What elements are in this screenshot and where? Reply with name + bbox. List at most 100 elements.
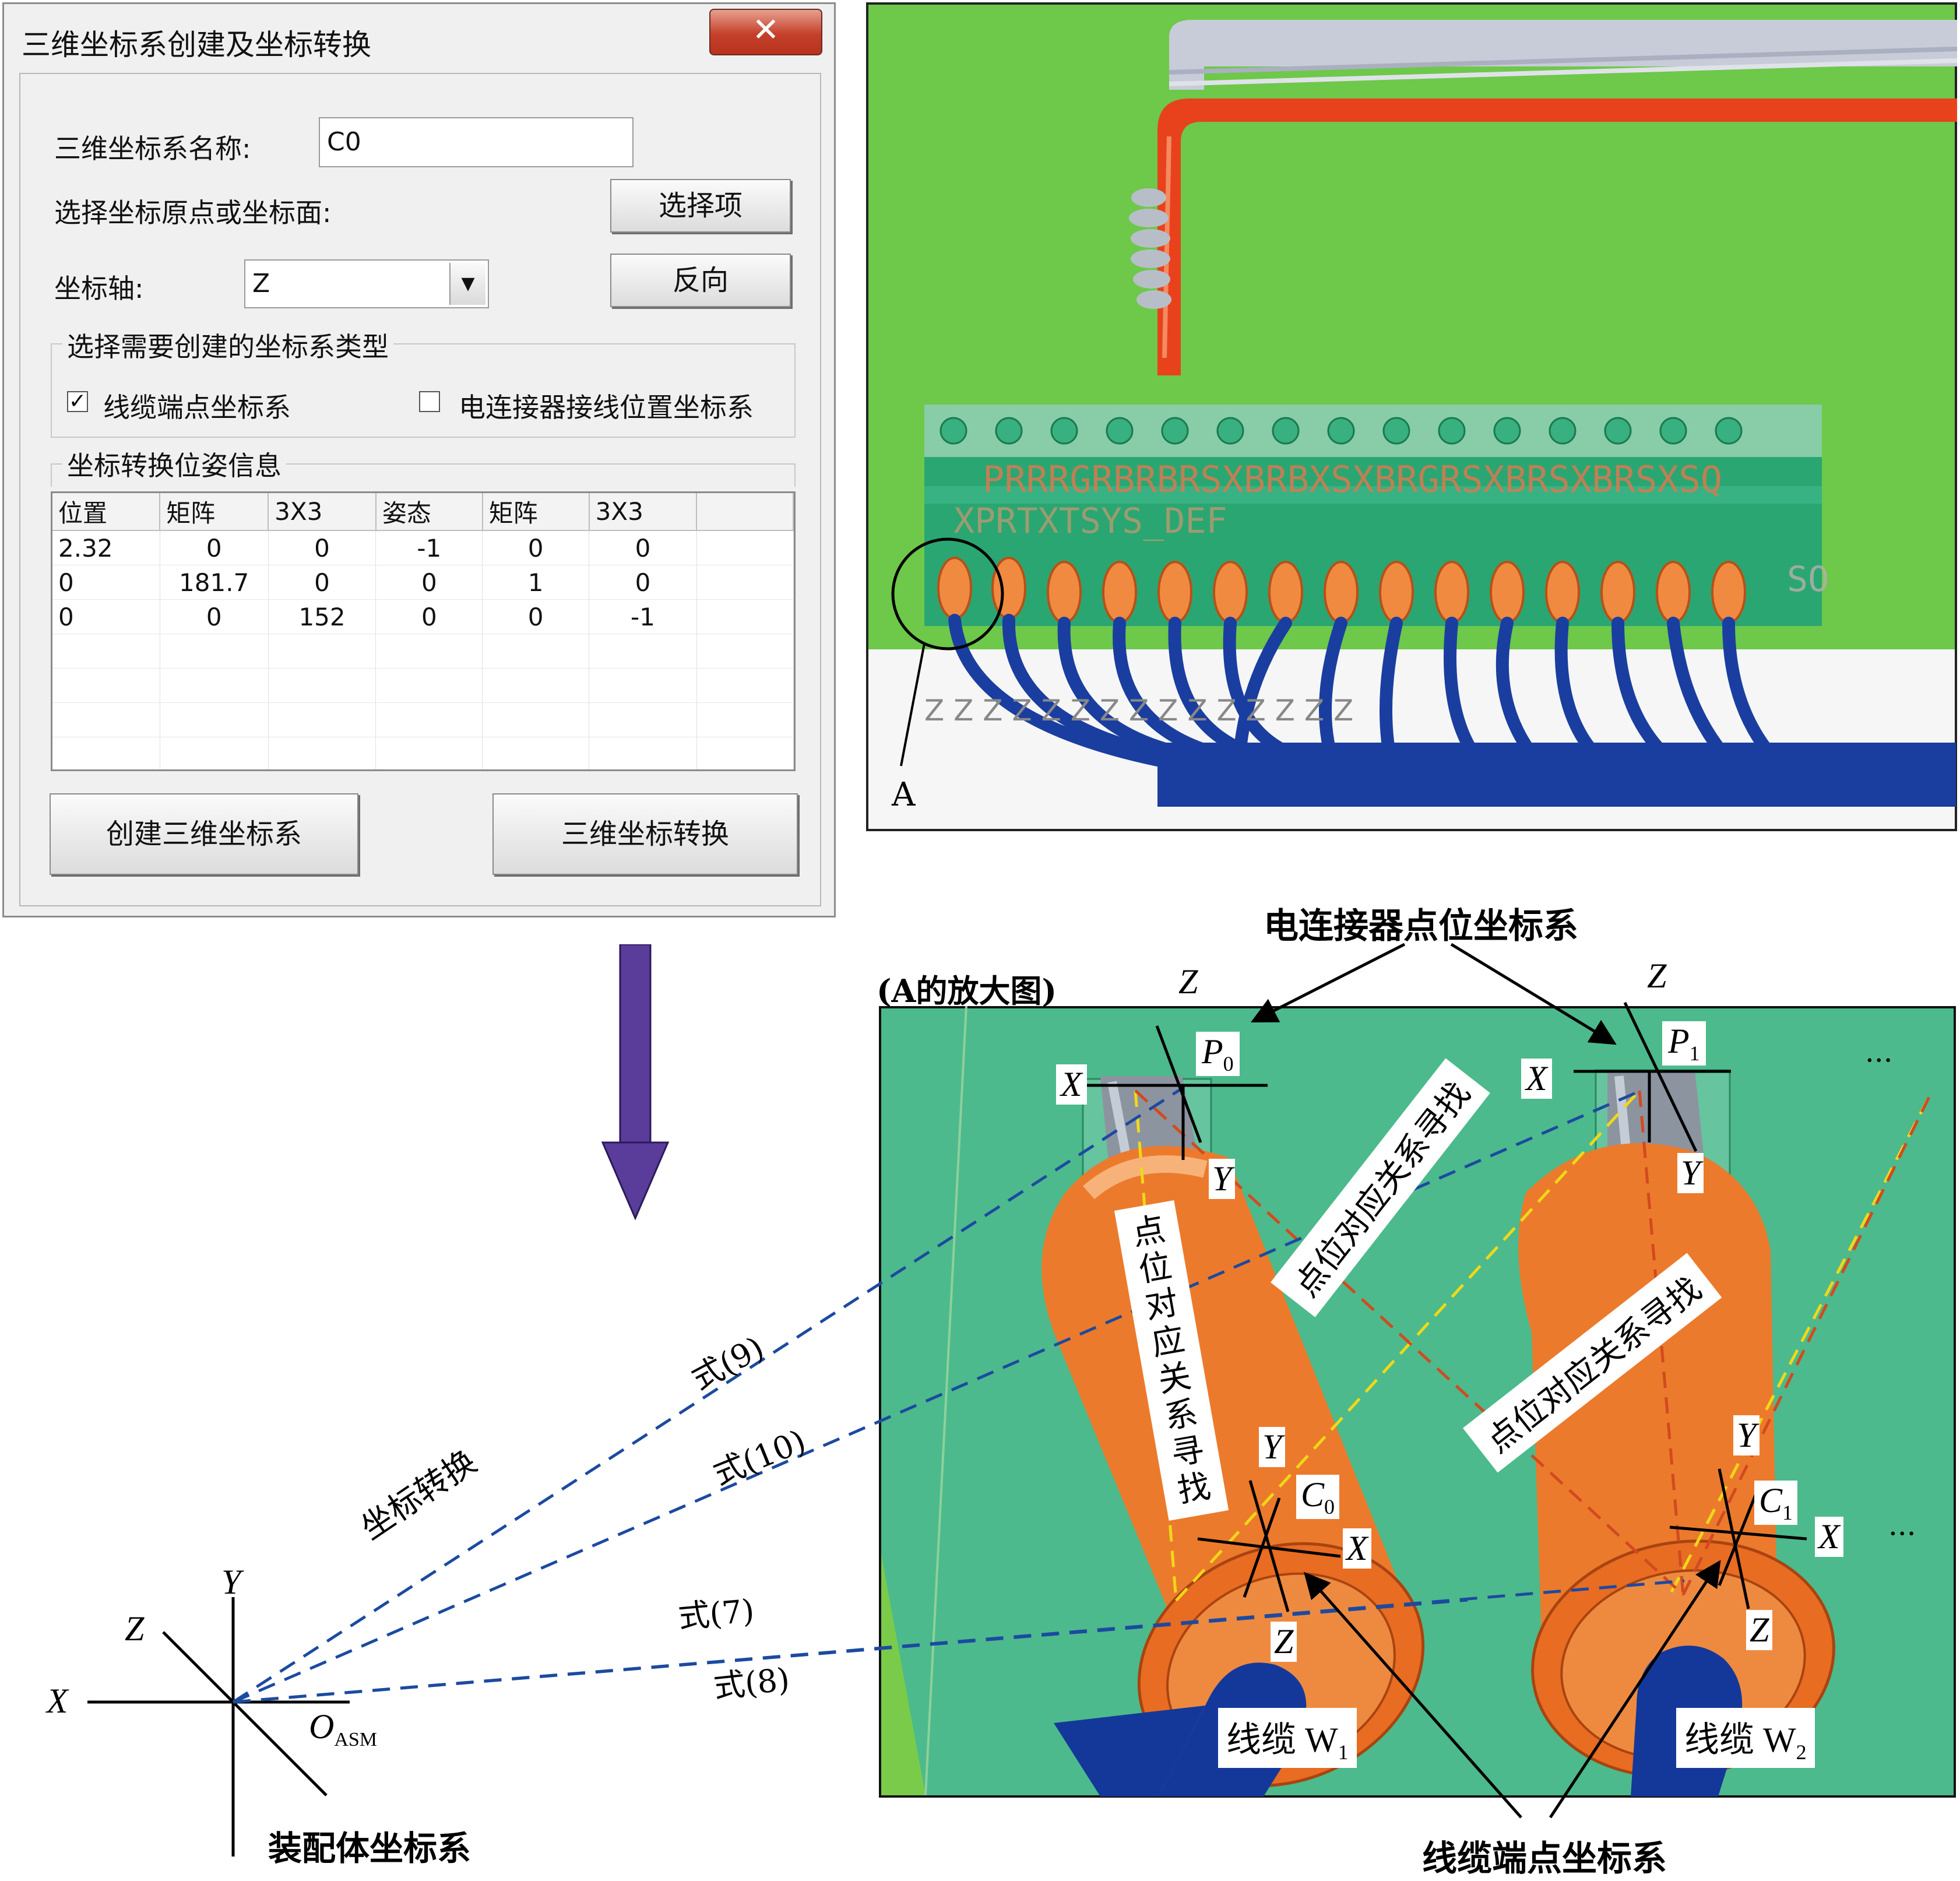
p1-axis-x: X: [1521, 1059, 1552, 1099]
p0-text: P: [1202, 1032, 1223, 1071]
c1-label: C1: [1754, 1481, 1798, 1525]
c0-axis-z: Z: [1271, 1622, 1297, 1662]
table-cell: 181.7: [160, 565, 269, 600]
coordinate-dialog: 三维坐标系创建及坐标转换 ✕ 三维坐标系名称: C0 选择坐标原点或坐标面: 选…: [2, 2, 836, 917]
frame-c0: [1197, 1480, 1341, 1612]
pose-group: [51, 463, 796, 487]
cable-w1-sub: 1: [1338, 1741, 1349, 1764]
asm-origin-text: O: [309, 1707, 335, 1746]
type-group: [51, 343, 796, 438]
cable-end-checkbox[interactable]: ✓: [67, 391, 88, 412]
transform-button[interactable]: 三维坐标转换: [492, 793, 798, 875]
down-arrow: [601, 944, 670, 1221]
frame-c1: [1669, 1468, 1807, 1609]
eq7-label: 式(7): [677, 1592, 756, 1636]
pose-table[interactable]: 位置 矩阵 3X3 姿态 矩阵 3X3 2.32 0 0 -1 0 0: [52, 493, 794, 769]
asm-axis-x: X: [47, 1682, 68, 1720]
col-header[interactable]: 姿态: [375, 493, 483, 531]
table-cell: 0: [52, 599, 160, 634]
select-item-button[interactable]: 选择项: [610, 179, 791, 233]
close-button[interactable]: ✕: [709, 9, 822, 55]
cs-name-input[interactable]: C0: [319, 117, 634, 167]
leader-arrows: [1250, 943, 1721, 1819]
table-row[interactable]: 0 181.7 0 0 1 0: [52, 565, 794, 600]
chevron-down-icon[interactable]: ▼: [449, 263, 485, 305]
table-cell: 2.32: [52, 530, 160, 565]
pose-table-frame: 位置 矩阵 3X3 姿态 矩阵 3X3 2.32 0 0 -1 0 0: [51, 491, 796, 771]
col-header[interactable]: 矩阵: [160, 493, 269, 531]
table-row-empty: [52, 668, 794, 703]
c1-sub: 1: [1782, 1501, 1793, 1524]
cable-w2-sub: 2: [1796, 1741, 1807, 1764]
contact-pins: [937, 557, 1746, 624]
p0-axis-x: X: [1056, 1064, 1087, 1105]
render-viewport: PRRRGRBRBRSXBRBXSXBRGRSXBRSXBRSXSQ XPRTX…: [866, 2, 1957, 831]
p1-axis-y: Y: [1677, 1153, 1704, 1193]
col-header-empty: [696, 493, 794, 531]
ellipsis-top: ···: [1865, 1043, 1893, 1077]
zoom-marker-label: A: [891, 776, 916, 814]
c1-axis-y: Y: [1733, 1415, 1760, 1455]
table-cell: 152: [268, 599, 376, 634]
table-cell: 0: [52, 565, 160, 600]
axis-select-value: Z: [252, 269, 270, 298]
p0-label: P0: [1196, 1032, 1240, 1076]
asm-origin-sub: ASM: [334, 1729, 378, 1750]
transform-lines: [232, 1086, 1685, 1704]
col-header[interactable]: 3X3: [589, 493, 698, 531]
cable-w2-label: 线缆 W2: [1676, 1708, 1815, 1768]
assembly-axes: [87, 1597, 350, 1857]
p1-label: P1: [1662, 1021, 1706, 1066]
p1-text: P: [1668, 1022, 1690, 1060]
harness-render: PRRRGRBRBRSXBRBXSXBRGRSXBRSXBRSXSQ XPRTX…: [866, 2, 1957, 831]
c1-axis-x: X: [1815, 1517, 1843, 1557]
create-cs-button[interactable]: 创建三维坐标系: [50, 793, 358, 875]
axis-label: 坐标轴:: [54, 273, 144, 304]
table-cell: 1: [482, 565, 590, 600]
cs-name-label: 三维坐标系名称:: [54, 133, 251, 164]
asm-origin-label: OASM: [309, 1707, 377, 1751]
assembly-cs-label: 装配体坐标系: [268, 1829, 471, 1868]
connector-checkbox[interactable]: [419, 391, 440, 412]
table-cell: 0: [160, 530, 269, 565]
col-header[interactable]: 位置: [52, 493, 161, 531]
frame-p1: [1574, 1001, 1731, 1152]
connector-checkbox-label[interactable]: 电连接器接线位置坐标系: [459, 392, 754, 423]
table-cell: -1: [589, 599, 697, 634]
table-header-row: 位置 矩阵 3X3 姿态 矩阵 3X3: [52, 493, 794, 531]
overlay-text-3: SO: [1787, 559, 1829, 600]
table-cell-empty: [696, 565, 794, 600]
table-cell-empty: [696, 599, 794, 634]
axis-select[interactable]: Z ▼: [244, 259, 489, 308]
c0-text: C: [1301, 1475, 1325, 1514]
reverse-button[interactable]: 反向: [610, 254, 791, 307]
asm-axis-y: Y: [221, 1563, 241, 1601]
col-header[interactable]: 矩阵: [482, 493, 590, 531]
table-row[interactable]: 2.32 0 0 -1 0 0: [52, 530, 794, 565]
p0-axis-y: Y: [1209, 1159, 1236, 1199]
table-row-empty: [52, 634, 794, 669]
c1-axis-z: Z: [1746, 1610, 1773, 1650]
table-cell: 0: [268, 530, 376, 565]
overlay-text-2: XPRTXTSYS_DEF: [953, 501, 1227, 542]
c0-axis-y: Y: [1259, 1427, 1286, 1467]
table-row[interactable]: 0 0 152 0 0 -1: [52, 599, 794, 634]
table-row-empty: [52, 737, 794, 769]
c0-label: C0: [1296, 1475, 1340, 1519]
origin-label: 选择坐标原点或坐标面:: [54, 197, 332, 228]
col-header[interactable]: 3X3: [268, 493, 376, 531]
table-cell: 0: [482, 599, 590, 634]
frame-p0: [1084, 1025, 1268, 1160]
table-cell: 0: [375, 599, 483, 634]
cable-end-checkbox-label[interactable]: 线缆端点坐标系: [103, 392, 291, 423]
table-cell: 0: [482, 530, 590, 565]
cable-w1-text: 线缆 W: [1226, 1721, 1338, 1759]
table-cell-empty: [696, 530, 794, 565]
cable-end-cs-label: 线缆端点坐标系: [1422, 1838, 1667, 1879]
table-cell: -1: [375, 530, 483, 565]
cable-w2-text: 线缆 W: [1684, 1721, 1796, 1759]
c0-axis-x: X: [1343, 1528, 1371, 1569]
cable-bundle: [1129, 20, 1957, 375]
connector-cs-label: 电连接器点位坐标系: [1264, 906, 1578, 947]
